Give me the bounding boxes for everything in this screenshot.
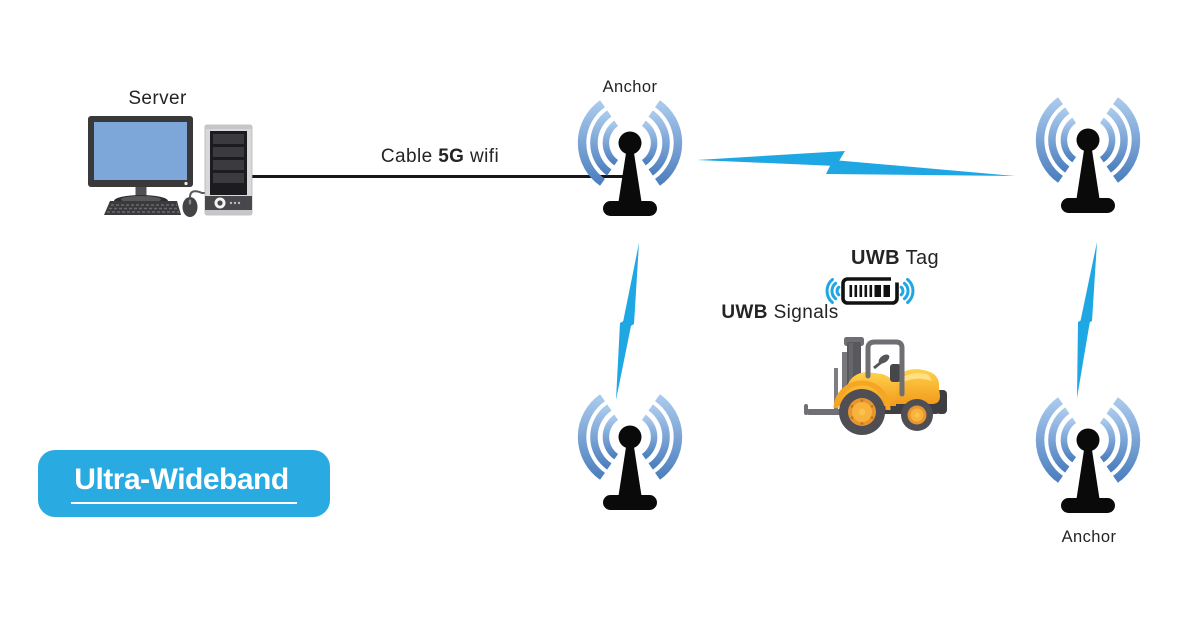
forklift-cabin bbox=[865, 339, 905, 397]
forklift-icon bbox=[804, 337, 947, 435]
uwb-tag-label: UWB Tag bbox=[850, 247, 939, 269]
monitor-icon bbox=[88, 116, 193, 207]
mouse-icon bbox=[182, 190, 205, 217]
server-tower-icon bbox=[204, 124, 253, 216]
keyboard-icon bbox=[104, 201, 181, 215]
title-badge: Ultra-Wideband bbox=[38, 450, 330, 517]
battery-tag-icon bbox=[825, 276, 915, 305]
wifi-antenna-icon-bottom-right bbox=[1035, 397, 1141, 513]
uwb-signals-label: UWB Signals bbox=[721, 302, 839, 323]
tag-signal-arcs bbox=[825, 278, 915, 304]
lightning-bolt-icon-right-vertical bbox=[1077, 242, 1097, 398]
anchor-label-top: Anchor bbox=[602, 78, 658, 96]
wifi-antenna-icon-top-center bbox=[577, 100, 683, 216]
title-badge-label: Ultra-Wideband bbox=[71, 463, 297, 504]
forklift-fender-arc bbox=[833, 380, 891, 411]
cable-line bbox=[252, 175, 632, 178]
forklift-front-wheel bbox=[839, 389, 885, 435]
cable-label: Cable 5G wifi bbox=[380, 146, 500, 167]
desktop-computer-icon bbox=[88, 116, 253, 217]
server-label: Server bbox=[128, 88, 187, 109]
lightning-bolt-icon-horizontal bbox=[697, 151, 1015, 176]
wifi-antenna-icon-bottom-center bbox=[577, 394, 683, 510]
wifi-antenna-icon-top-right bbox=[1035, 97, 1141, 213]
forklift-rear-wheel bbox=[901, 399, 933, 431]
anchor-label-bottom-right: Anchor bbox=[1061, 528, 1117, 546]
lightning-bolt-icon-middle-vertical bbox=[616, 243, 639, 400]
